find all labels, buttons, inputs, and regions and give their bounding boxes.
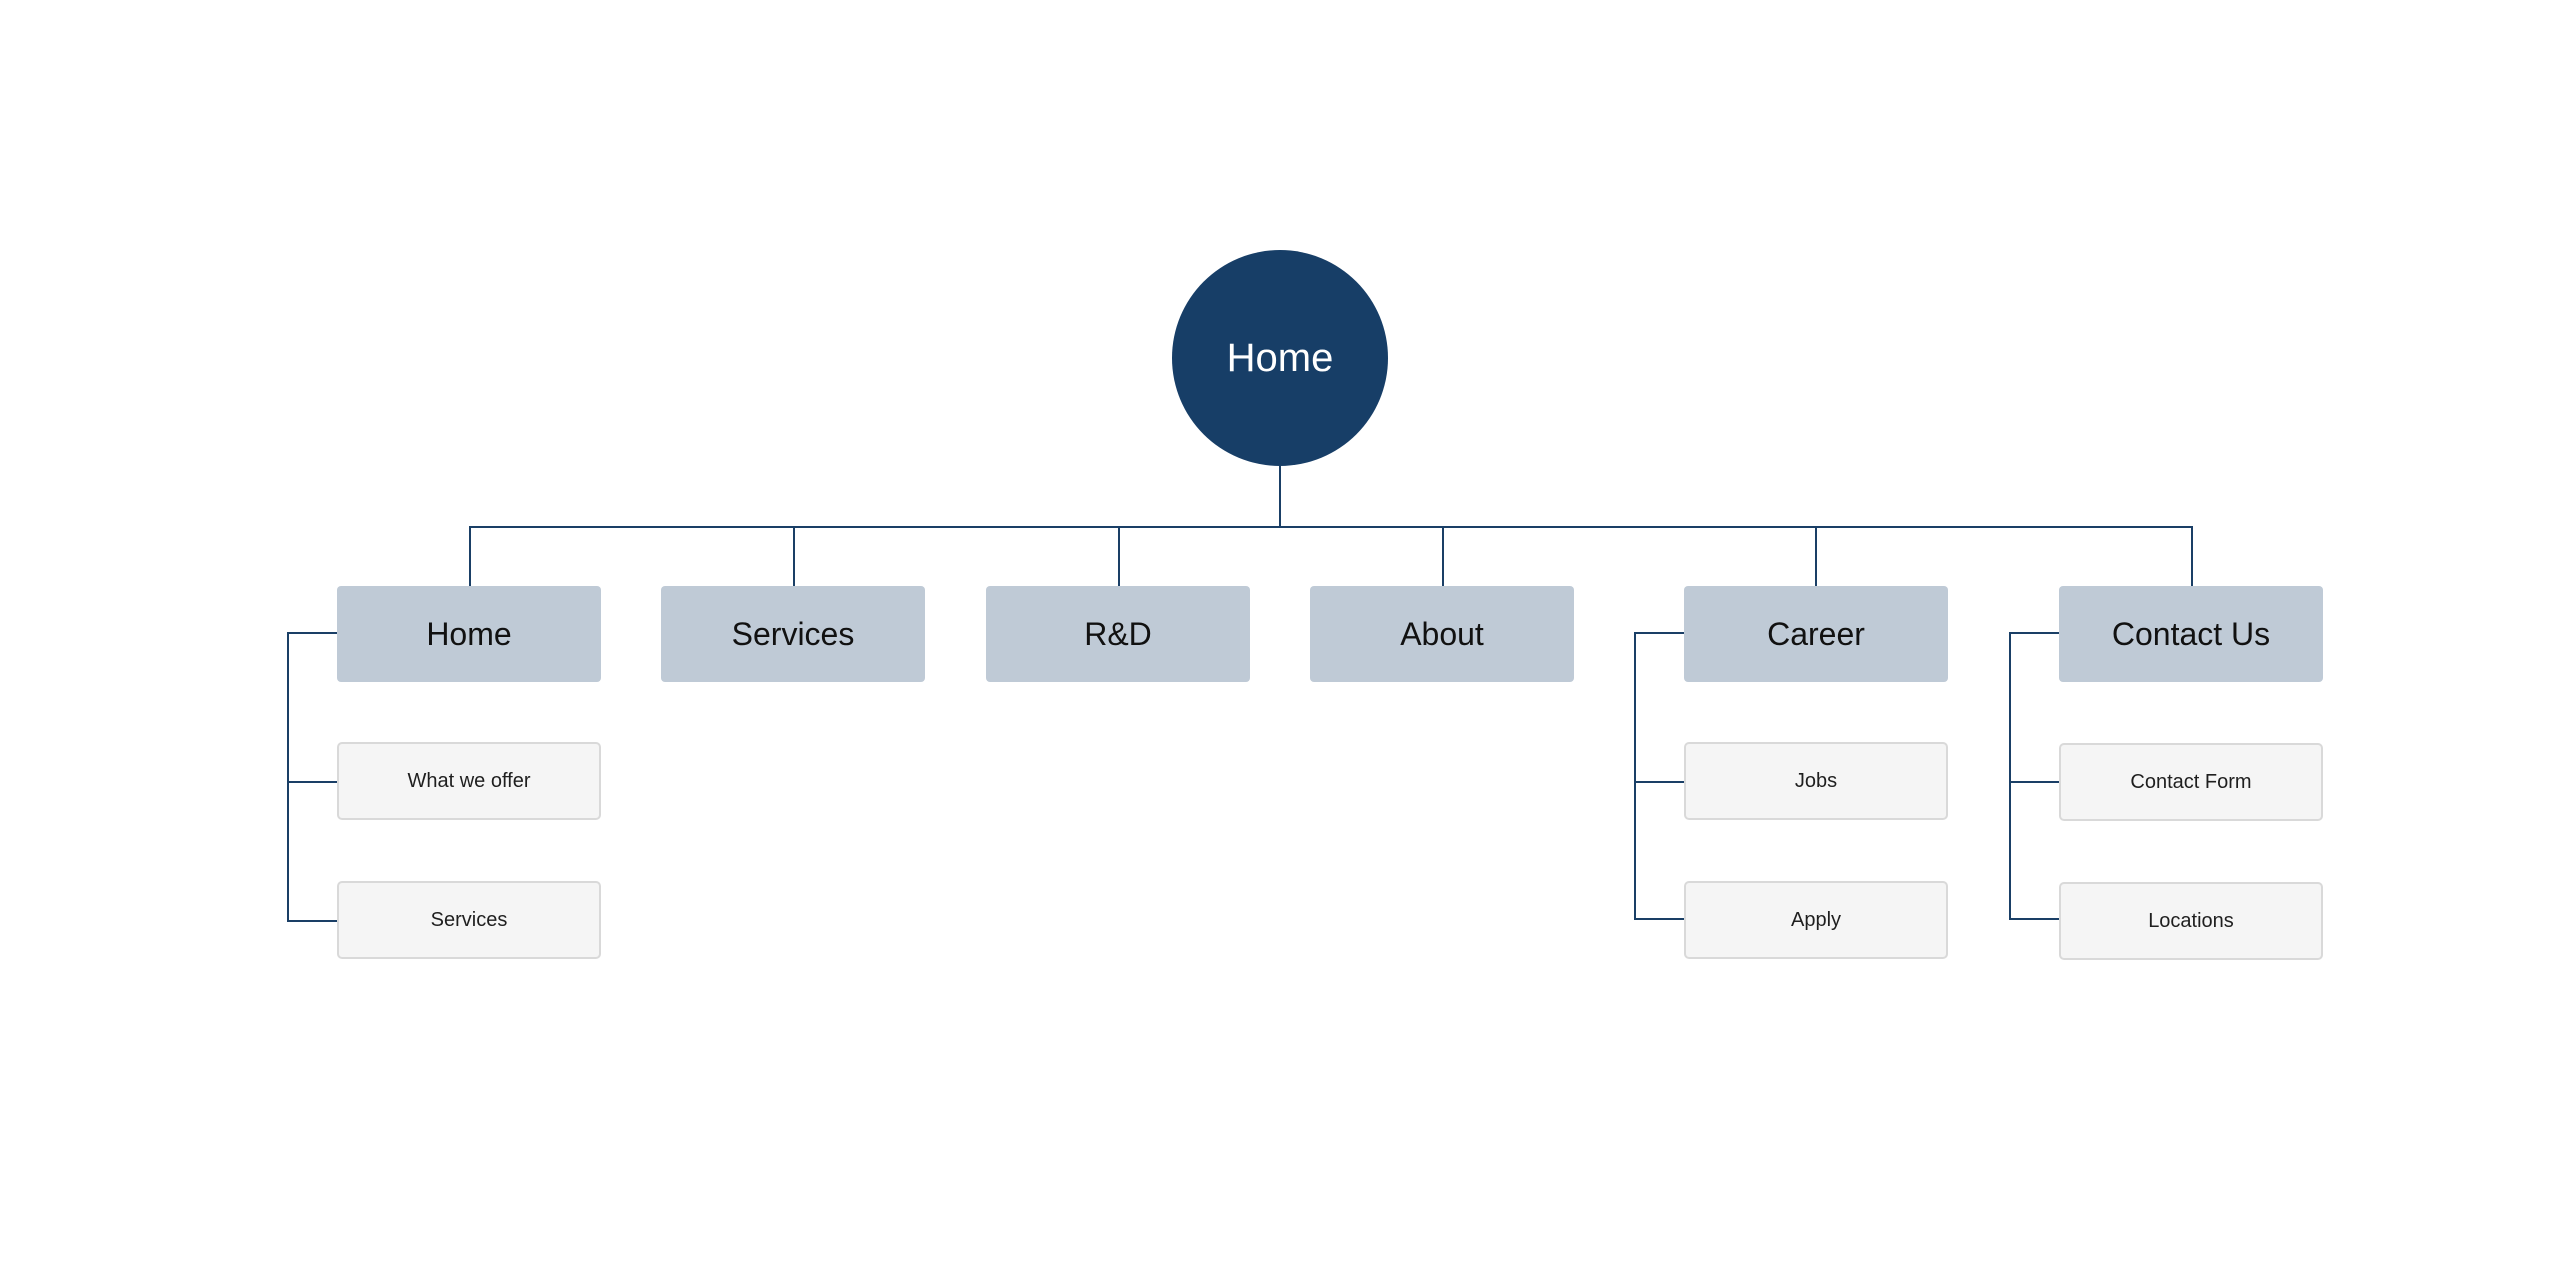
section-node-services: Services — [661, 586, 925, 682]
connector-contact-child-1 — [2009, 781, 2059, 783]
connector-to-section-career — [1815, 526, 1817, 586]
connector-to-section-home — [469, 526, 471, 586]
connector-career-children-spine — [1634, 632, 1636, 920]
page-node-label: Contact Form — [2130, 770, 2252, 793]
page-node-label: Locations — [2148, 909, 2234, 932]
connector-contact-children-spine — [2009, 632, 2011, 920]
connector-home-children-spine — [287, 632, 289, 922]
section-node-home: Home — [337, 586, 601, 682]
page-node-services: Services — [337, 881, 601, 959]
section-node-label: R&D — [1084, 615, 1152, 652]
page-node-contact-form: Contact Form — [2059, 743, 2323, 821]
connector-contact-branch — [2009, 632, 2059, 634]
connector-career-branch — [1634, 632, 1684, 634]
page-node-label: What we offer — [407, 769, 531, 792]
section-node-label: Services — [731, 615, 855, 652]
connector-home-branch — [287, 632, 337, 634]
connector-to-section-services — [793, 526, 795, 586]
page-node-jobs: Jobs — [1684, 742, 1948, 820]
section-node-label: About — [1400, 615, 1484, 652]
section-node-label: Home — [426, 615, 512, 652]
page-node-label: Services — [430, 908, 508, 931]
section-node-label: Career — [1767, 615, 1865, 652]
page-node-what-we-offer: What we offer — [337, 742, 601, 820]
connector-career-child-2 — [1634, 918, 1684, 920]
page-node-apply: Apply — [1684, 881, 1948, 959]
section-node-about: About — [1310, 586, 1574, 682]
connector-contact-child-2 — [2009, 918, 2059, 920]
section-node-label: Contact Us — [2111, 615, 2271, 652]
connector-home-child-2 — [287, 920, 337, 922]
connector-home-child-1 — [287, 781, 337, 783]
connector-to-section-rnd — [1118, 526, 1120, 586]
section-node-rnd: R&D — [986, 586, 1250, 682]
connector-section-bus — [469, 526, 2193, 528]
page-node-label: Jobs — [1794, 769, 1838, 792]
page-node-locations: Locations — [2059, 882, 2323, 960]
root-node: Home — [1172, 250, 1388, 466]
page-node-label: Apply — [1790, 908, 1842, 931]
section-node-contact-us: Contact Us — [2059, 586, 2323, 682]
connector-to-section-contact — [2191, 526, 2193, 586]
section-node-career: Career — [1684, 586, 1948, 682]
connector-root-stem — [1279, 466, 1281, 527]
connector-to-section-about — [1442, 526, 1444, 586]
connector-career-child-1 — [1634, 781, 1684, 783]
root-node-label: Home — [1226, 335, 1334, 380]
